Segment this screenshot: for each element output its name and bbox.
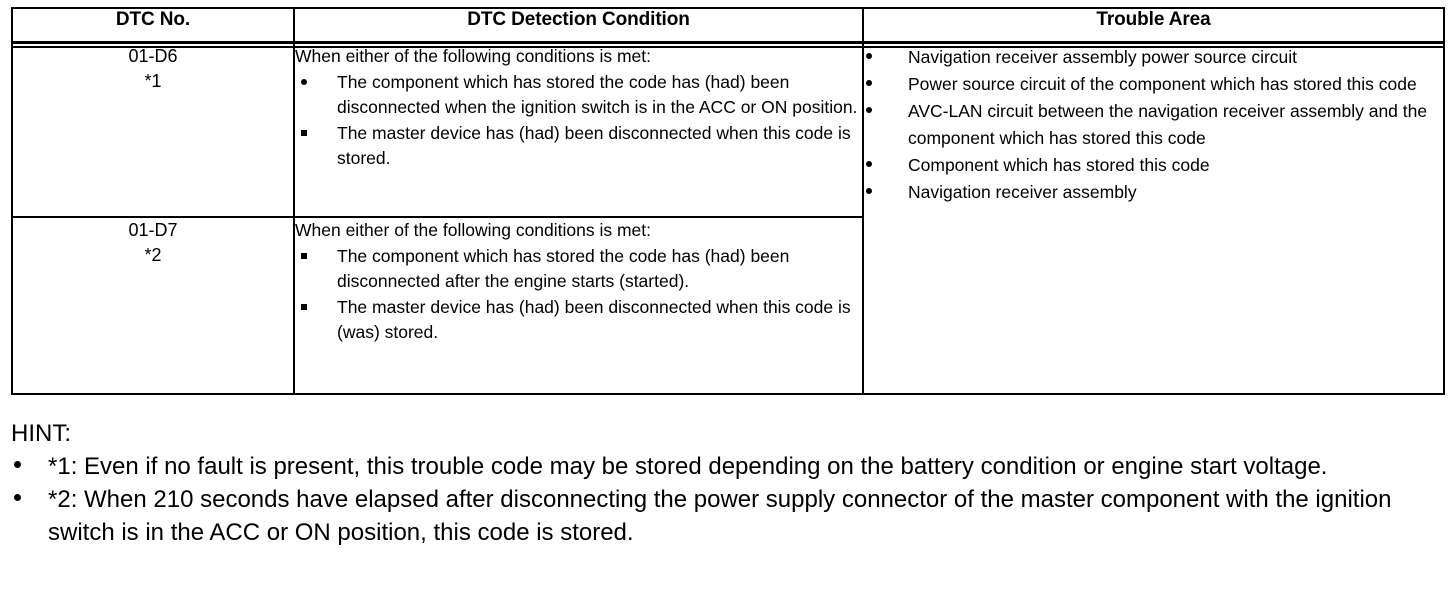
list-item: AVC-LAN circuit between the navigation r… — [864, 98, 1443, 152]
trouble-area-text: Navigation receiver assembly — [908, 182, 1137, 202]
list-item: Power source circuit of the component wh… — [864, 71, 1443, 98]
hint-title: HINT: — [11, 420, 71, 447]
detection-condition-cell-1: When either of the following conditions … — [293, 42, 864, 218]
trouble-area-text: Power source circuit of the component wh… — [908, 74, 1417, 94]
list-item: The component which has stored the code … — [295, 244, 862, 295]
condition-text: The master device has (had) been disconn… — [337, 296, 851, 343]
table-header: DTC No. DTC Detection Condition Trouble … — [11, 7, 1445, 44]
condition-intro-1: When either of the following conditions … — [295, 46, 652, 66]
dtc-table-container: DTC No. DTC Detection Condition Trouble … — [11, 7, 1445, 395]
dtc-footnote-marker-1: *1 — [144, 71, 162, 91]
list-item: Navigation receiver assembly — [864, 179, 1443, 206]
bullet-round-icon — [866, 98, 872, 125]
detection-condition-cell-2: When either of the following conditions … — [293, 216, 864, 395]
bullet-round-icon — [866, 152, 872, 179]
condition-text: The component which has stored the code … — [337, 245, 790, 292]
bullet-round-icon — [301, 70, 315, 96]
trouble-area-text: AVC-LAN circuit between the navigation r… — [908, 101, 1428, 148]
dtc-number-cell-2: 01-D7 *2 — [11, 216, 295, 395]
list-item: The master device has (had) been disconn… — [295, 121, 862, 172]
condition-bullet-list-1: The component which has stored the code … — [295, 70, 862, 172]
hint-section: HINT: *1: Even if no fault is present, t… — [11, 418, 1441, 549]
list-item: *1: Even if no fault is present, this tr… — [11, 450, 1441, 483]
condition-intro-2: When either of the following conditions … — [295, 220, 652, 240]
bullet-square-icon — [301, 295, 315, 321]
dtc-number-cell-1: 01-D6 *1 — [11, 42, 295, 218]
condition-bullet-list-2: The component which has stored the code … — [295, 244, 862, 346]
bullet-square-icon — [301, 121, 315, 147]
bullet-round-icon — [14, 483, 21, 516]
dtc-code-value-2: 01-D7 — [128, 220, 178, 240]
trouble-area-text: Navigation receiver assembly power sourc… — [908, 47, 1298, 67]
table-row: 01-D6 *1 When either of the following co… — [11, 42, 1445, 395]
dtc-table: DTC No. DTC Detection Condition Trouble … — [11, 7, 1445, 395]
list-item: *2: When 210 seconds have elapsed after … — [11, 483, 1441, 549]
bullet-square-icon — [301, 244, 315, 270]
table-row: 01-D7 *2 When either of the following co… — [11, 216, 1444, 395]
column-header-dtc-no: DTC No. — [11, 7, 295, 44]
trouble-area-cell: Navigation receiver assembly power sourc… — [862, 42, 1445, 395]
column-header-trouble-area: Trouble Area — [862, 7, 1445, 44]
list-item: Component which has stored this code — [864, 152, 1443, 179]
bullet-round-icon — [866, 179, 872, 206]
list-item: The master device has (had) been disconn… — [295, 295, 862, 346]
hint-list: *1: Even if no fault is present, this tr… — [11, 450, 1441, 549]
condition-text: The master device has (had) been disconn… — [337, 122, 851, 169]
list-item: Navigation receiver assembly power sourc… — [864, 44, 1443, 71]
condition-text: The component which has stored the code … — [337, 71, 858, 118]
bullet-round-icon — [14, 450, 21, 483]
dtc-footnote-marker-2: *2 — [144, 245, 162, 265]
dtc-code-value-1: 01-D6 — [128, 46, 178, 66]
trouble-area-list: Navigation receiver assembly power sourc… — [864, 44, 1443, 206]
table-body: 01-D6 *1 When either of the following co… — [11, 42, 1445, 395]
column-header-detection-condition: DTC Detection Condition — [293, 7, 864, 44]
list-item: The component which has stored the code … — [295, 70, 862, 121]
hint-text: *2: When 210 seconds have elapsed after … — [48, 486, 1392, 546]
hint-text: *1: Even if no fault is present, this tr… — [48, 453, 1328, 480]
bullet-round-icon — [866, 44, 872, 71]
bullet-round-icon — [866, 71, 872, 98]
table-header-row: DTC No. DTC Detection Condition Trouble … — [11, 7, 1445, 44]
trouble-area-text: Component which has stored this code — [908, 155, 1210, 175]
